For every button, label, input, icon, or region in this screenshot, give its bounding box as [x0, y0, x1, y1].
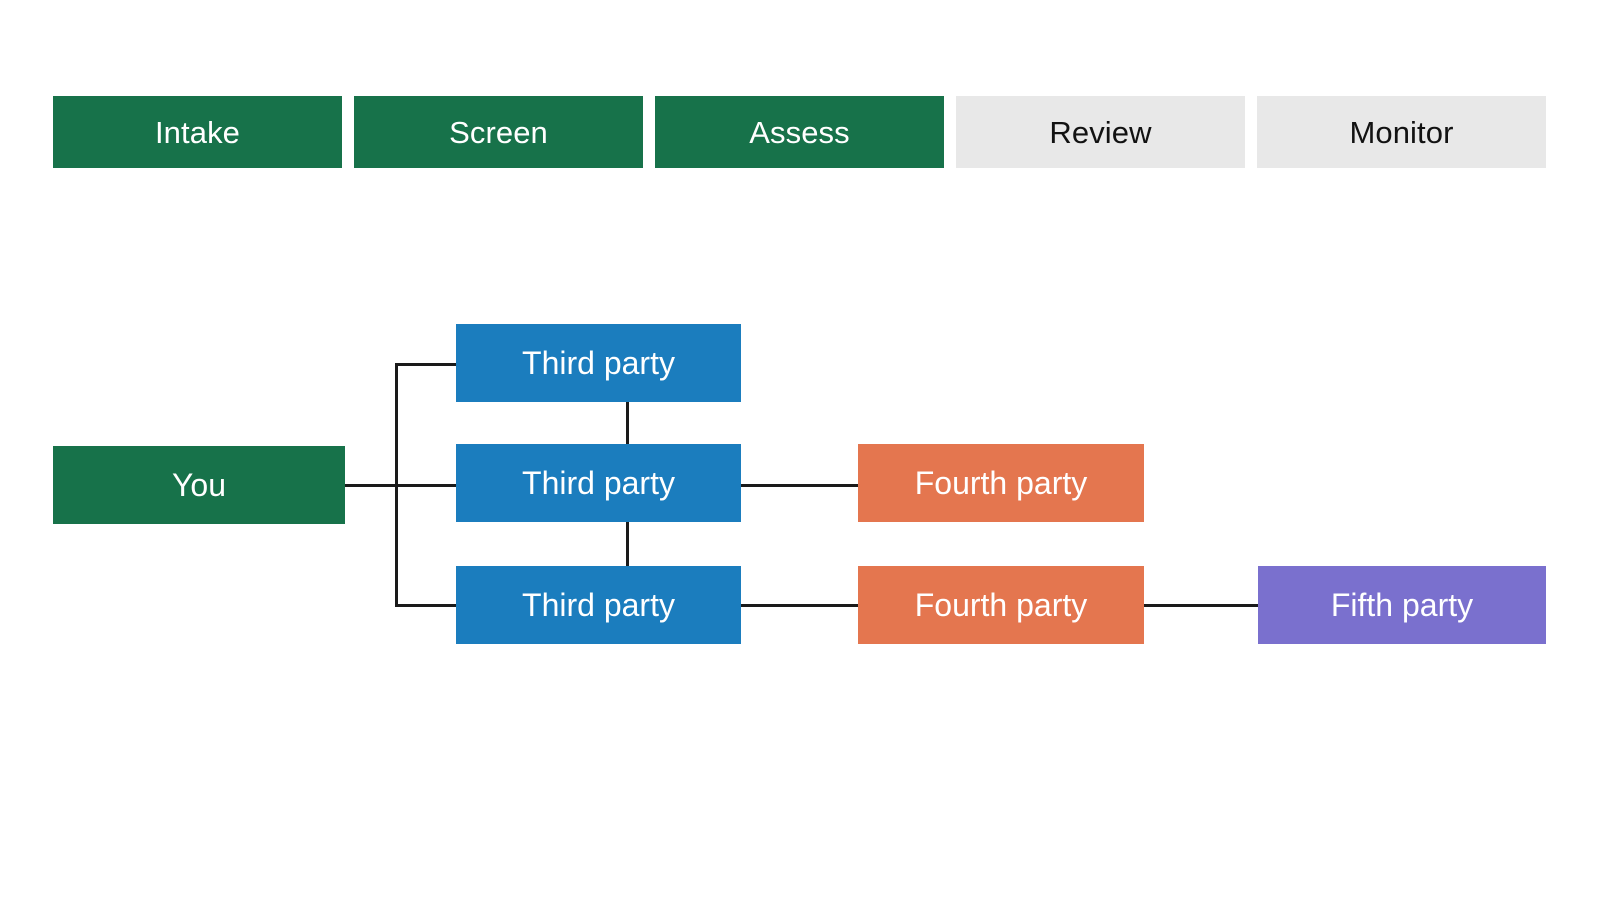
lifecycle-stage-bar: Intake Screen Assess Review Monitor	[53, 96, 1546, 168]
edge-you-to-trunk	[345, 484, 398, 487]
edge-third-2-to-third-3	[626, 521, 629, 567]
node-fourth-party-1[interactable]: Fourth party	[858, 444, 1144, 522]
node-you[interactable]: You	[53, 446, 345, 524]
node-third-party-1-label: Third party	[522, 345, 675, 381]
stage-review-label: Review	[1049, 114, 1152, 150]
node-fifth-party-1[interactable]: Fifth party	[1258, 566, 1546, 644]
node-third-party-2-label: Third party	[522, 465, 675, 501]
stage-assess-label: Assess	[749, 114, 850, 150]
node-third-party-1[interactable]: Third party	[456, 324, 741, 402]
node-fourth-party-2-label: Fourth party	[914, 587, 1088, 623]
edge-trunk-to-third-1	[395, 363, 457, 366]
stage-screen[interactable]: Screen	[354, 96, 643, 168]
edge-third-3-to-fourth-2	[740, 604, 860, 607]
node-fifth-party-1-label: Fifth party	[1330, 587, 1474, 623]
edge-third-1-to-third-2	[626, 401, 629, 445]
edge-trunk-to-third-3	[395, 604, 457, 607]
edge-fourth-2-to-fifth-1	[1143, 604, 1260, 607]
edge-third-2-to-fourth-1	[740, 484, 860, 487]
stage-intake[interactable]: Intake	[53, 96, 342, 168]
stage-intake-label: Intake	[154, 114, 241, 150]
stage-screen-label: Screen	[449, 114, 548, 150]
node-you-label: You	[172, 467, 226, 503]
edge-trunk-to-third-2	[395, 484, 457, 487]
node-third-party-3[interactable]: Third party	[456, 566, 741, 644]
node-fourth-party-1-label: Fourth party	[914, 465, 1088, 501]
node-third-party-3-label: Third party	[522, 587, 675, 623]
stage-monitor-label: Monitor	[1349, 114, 1454, 150]
node-third-party-2[interactable]: Third party	[456, 444, 741, 522]
stage-review[interactable]: Review	[956, 96, 1245, 168]
stage-monitor[interactable]: Monitor	[1257, 96, 1546, 168]
node-fourth-party-2[interactable]: Fourth party	[858, 566, 1144, 644]
stage-assess[interactable]: Assess	[655, 96, 944, 168]
